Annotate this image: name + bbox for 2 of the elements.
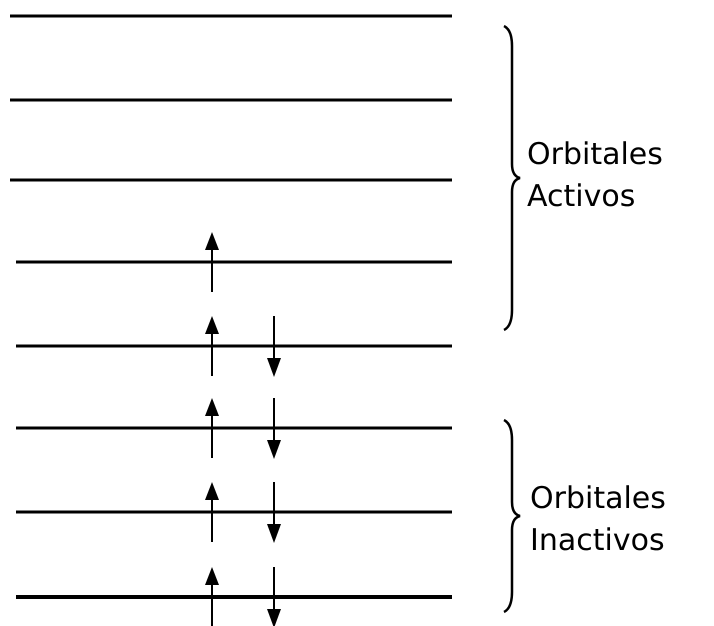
brace-label: Orbitales Inactivos	[530, 480, 667, 560]
brace-label: Orbitales Activos	[527, 136, 664, 216]
